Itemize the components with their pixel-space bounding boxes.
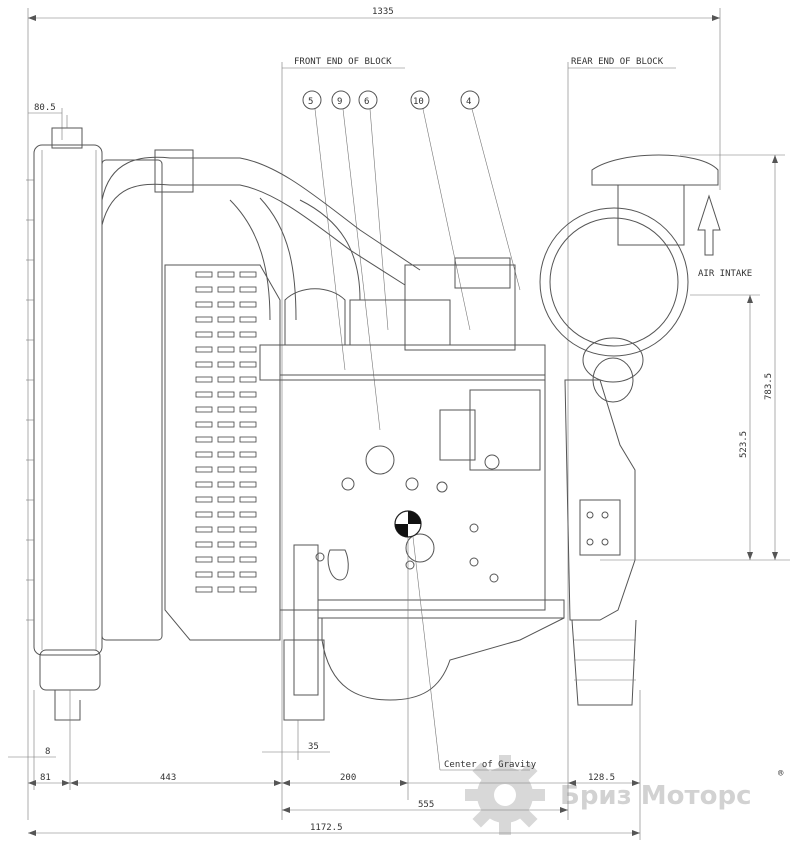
center-of-gravity-label: Center of Gravity xyxy=(444,760,537,770)
dim-row-1: 81 443 200 128.5 xyxy=(28,690,641,840)
dim-523-5: 523.5 xyxy=(690,294,760,560)
dim-overall-width: 1335 xyxy=(27,7,721,820)
dim-523-5-label: 523.5 xyxy=(739,431,749,458)
dim-1172-5-label: 1172.5 xyxy=(310,823,343,833)
dim-555: 555 xyxy=(282,800,568,813)
dim-555-label: 555 xyxy=(418,800,434,810)
svg-text:6: 6 xyxy=(364,97,369,107)
watermark-registered-mark: ® xyxy=(778,769,784,779)
watermark: Бриз Моторс ® xyxy=(465,755,784,835)
radiator xyxy=(26,115,163,721)
callout-balloons: 5 9 6 10 4 xyxy=(302,90,521,431)
callout-5: 5 xyxy=(302,90,346,371)
dim-128-5-label: 128.5 xyxy=(588,773,615,783)
fan-guard xyxy=(164,264,281,641)
dim-81-label: 81 xyxy=(40,773,51,783)
dim-35-label: 35 xyxy=(308,742,319,752)
front-end-label: FRONT END OF BLOCK xyxy=(294,57,392,67)
svg-text:4: 4 xyxy=(466,97,471,107)
svg-text:9: 9 xyxy=(337,97,342,107)
dim-80-5: 80.5 xyxy=(28,103,63,140)
cg-leader xyxy=(412,536,441,771)
dim-200-label: 200 xyxy=(340,773,356,783)
svg-text:10: 10 xyxy=(413,97,424,107)
flywheel-housing xyxy=(564,379,637,706)
callout-9: 9 xyxy=(331,90,381,431)
dim-35: 35 xyxy=(262,720,330,760)
center-of-gravity-symbol xyxy=(394,510,422,538)
callout-6: 6 xyxy=(358,90,389,331)
dim-783-5-label: 783.5 xyxy=(764,373,774,400)
dim-8-label: 8 xyxy=(45,747,50,757)
rear-end-marker: REAR END OF BLOCK xyxy=(567,57,676,820)
air-intake-arrow-icon xyxy=(697,194,721,256)
air-filter xyxy=(539,154,719,403)
dim-1335-label: 1335 xyxy=(372,7,394,17)
air-intake-label: AIR INTAKE xyxy=(698,269,752,279)
dim-783-5: 783.5 xyxy=(600,154,790,561)
callout-10: 10 xyxy=(410,90,471,331)
dim-1172-5: 1172.5 xyxy=(28,823,640,836)
watermark-text: Бриз Моторс xyxy=(560,781,752,811)
rear-end-label: REAR END OF BLOCK xyxy=(571,57,664,67)
front-end-marker: FRONT END OF BLOCK xyxy=(281,57,405,820)
coolant-hoses xyxy=(101,149,421,321)
gear-logo-icon xyxy=(465,755,545,835)
dim-8: 8 xyxy=(8,690,56,790)
svg-text:5: 5 xyxy=(308,97,313,107)
dim-80-5-label: 80.5 xyxy=(34,103,56,113)
dim-443-label: 443 xyxy=(160,773,176,783)
callout-4: 4 xyxy=(460,90,521,291)
engine-block xyxy=(259,257,565,721)
